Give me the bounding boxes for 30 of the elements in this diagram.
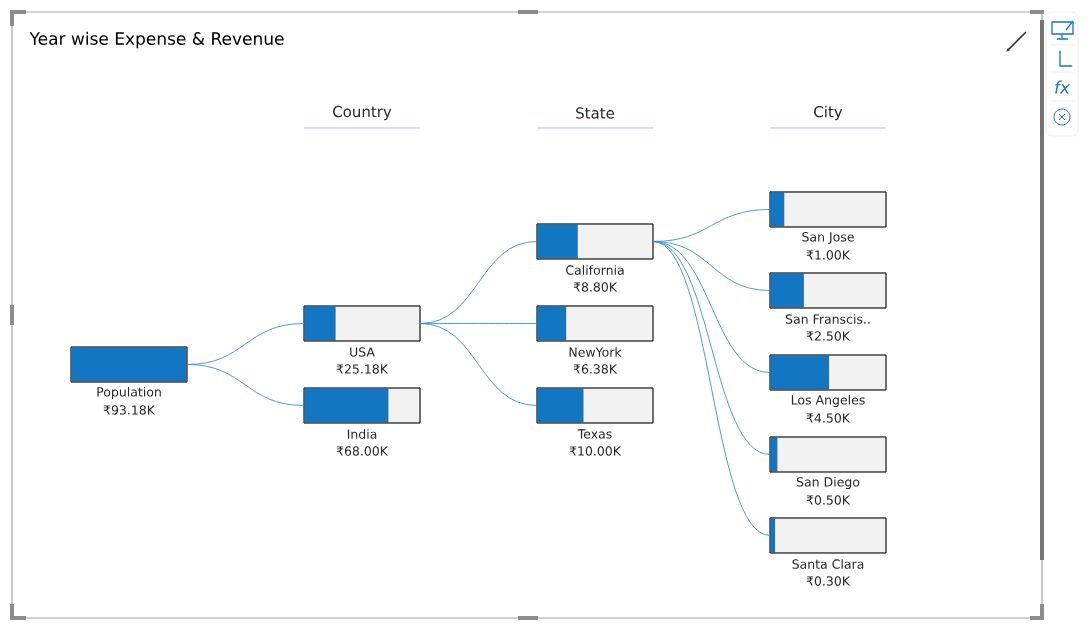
value-label: ₹93.18K [103,405,156,415]
connector-line [652,241,771,536]
node-label: California [566,265,624,275]
node-label: Population [97,386,161,400]
value-label: ₹2.50K [806,331,851,341]
column-header: City [769,105,887,129]
connector-line [186,364,305,406]
node-label: San Diego [796,476,860,490]
column-header: Country [303,105,421,129]
value-label: ₹0.50K [806,495,851,505]
value-label: ₹1.00K [806,250,851,260]
value-label: ₹8.80K [573,282,618,292]
node-label: Santa Clara [792,559,864,569]
node-label: NewYork [569,347,622,357]
value-label: ₹25.18K [336,364,389,374]
column-header: State [536,107,654,129]
value-label: ₹10.00K [569,446,622,456]
chart-title: Year wise Expense & Revenue [29,31,284,49]
node-label: San Franscis.. [785,314,870,324]
value-label: ₹68.00K [336,446,389,456]
node-label: India [347,429,377,439]
node-label: USA [350,347,375,357]
node-label: Texas [577,429,612,439]
value-label: ₹6.38K [573,364,618,374]
node-label: San Jose [802,232,854,244]
node-label: Los Angeles [791,394,865,408]
connector-line [419,323,538,406]
value-label: ₹0.30K [806,576,851,586]
value-label: ₹4.50K [806,413,851,423]
formula-icon: fx [1055,80,1071,94]
